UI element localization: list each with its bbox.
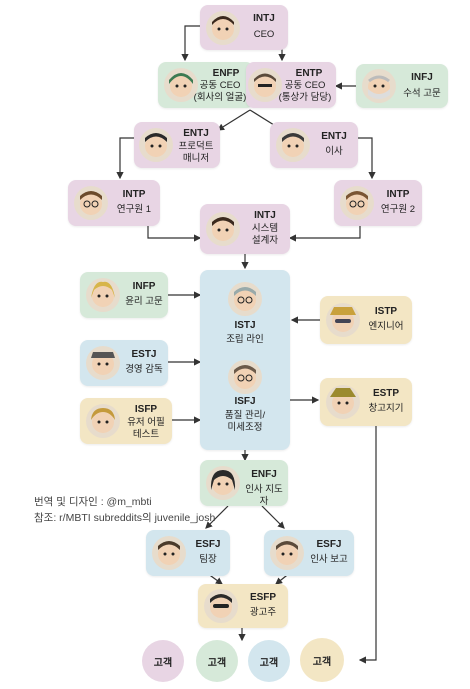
avatar (326, 385, 360, 419)
node-code: INTP (386, 189, 410, 200)
edge-pm-intp1 (116, 137, 134, 180)
node-istj-code: ISTJ (234, 320, 256, 331)
avatar (86, 278, 120, 312)
node-entj-director: ENTJ 이사 (270, 122, 358, 168)
avatar (228, 360, 262, 394)
avatar (326, 303, 360, 337)
node-estj: ESTJ 경영 감독 (80, 340, 168, 386)
node-esfp: ESFP 광고주 (198, 584, 288, 628)
node-code: ENFP (212, 68, 240, 79)
edge-estp-customer (358, 426, 377, 664)
avatar (228, 282, 262, 316)
node-istp: ISTP 엔지니어 (320, 296, 412, 344)
edge-enfj-esfj1 (205, 505, 229, 529)
node-role: 연구원 1 (116, 204, 152, 215)
avatar (86, 346, 120, 380)
customer-circle: 고객 (196, 640, 238, 682)
node-code: ESFJ (316, 539, 342, 550)
node-role: 시스템 설계자 (251, 223, 279, 246)
node-intj-architect: INTJ 시스템 설계자 (200, 204, 290, 254)
node-esfj-2: ESFJ 인사 보고 (264, 530, 354, 576)
node-code: ENTJ (321, 131, 347, 142)
customer-circle: 고객 (300, 638, 344, 682)
customer-circle: 고객 (142, 640, 184, 682)
node-estp: ESTP 창고지기 (320, 378, 412, 426)
assembly-panel: ISTJ 조립 라인 ISFJ 품질 관리/ 미세조정 (200, 270, 290, 450)
node-intp-1: INTP 연구원 1 (68, 180, 160, 226)
node-isfj-code: ISFJ (234, 396, 256, 407)
avatar (206, 11, 240, 45)
avatar (206, 466, 240, 500)
avatar (270, 536, 304, 570)
node-enfj: ENFJ 인사 지도자 (200, 460, 288, 507)
node-role: 이사 (325, 146, 343, 157)
node-code: INFJ (411, 72, 433, 83)
node-isfj-role: 품질 관리/ 미세조정 (224, 410, 266, 433)
node-role: 프로덕트 매니저 (178, 141, 214, 164)
edge-intp2-arch (288, 226, 361, 242)
node-role: 엔지니어 (368, 321, 404, 332)
avatar (362, 69, 396, 103)
avatar (340, 186, 374, 220)
node-intp-2: INTP 연구원 2 (334, 180, 422, 226)
avatar (164, 68, 198, 102)
edge-cofounders-pm (216, 109, 251, 131)
node-code: ESFJ (195, 539, 221, 550)
node-code: ISTP (374, 306, 398, 317)
avatar (74, 186, 108, 220)
node-role: 경영 감독 (125, 364, 163, 375)
node-infp: INFP 윤리 고문 (80, 272, 168, 318)
node-role: 연구원 2 (380, 204, 416, 215)
avatar (204, 589, 238, 623)
node-code: ESFP (249, 592, 277, 603)
node-code: ENFJ (251, 469, 277, 480)
node-infj: INFJ 수석 고문 (356, 64, 448, 108)
node-entp: ENTP 공동 CEO (통상가 담당) (246, 62, 336, 108)
node-code: ENTJ (183, 128, 209, 139)
edge-intp1-arch (147, 226, 202, 242)
avatar (206, 212, 240, 246)
node-role: 인사 보고 (310, 554, 348, 565)
avatar (276, 128, 310, 162)
node-role: 팀장 (199, 554, 217, 565)
avatar (152, 536, 186, 570)
node-esfj-1: ESFJ 팀장 (146, 530, 230, 576)
node-code: ESTP (372, 388, 400, 399)
node-intj-ceo: INTJ CEO (200, 5, 288, 50)
node-role: 공동 CEO (회사의 얼굴) (193, 80, 247, 103)
node-role: 창고지기 (368, 403, 404, 414)
credit-reference: 참조: r/MBTI subreddits의 juvenile_josh (34, 512, 216, 524)
node-code: ISFP (134, 404, 158, 415)
node-role: 인사 지도자 (245, 484, 283, 507)
node-role: 윤리 고문 (125, 296, 163, 307)
avatar (86, 404, 120, 438)
node-code: ENTP (295, 68, 323, 79)
node-code: INTJ (253, 13, 275, 24)
node-role: 광고주 (249, 607, 277, 618)
node-code: INFP (132, 281, 156, 292)
node-role: 수석 고문 (403, 88, 441, 99)
node-role: 유저 어필 테스트 (127, 417, 165, 440)
node-role: 공동 CEO (통상가 담당) (278, 80, 332, 103)
edge-enfj-esfj2 (261, 505, 285, 529)
credit-design: 번역 및 디자인 : @m_mbti (34, 496, 152, 508)
node-code: INTJ (254, 210, 276, 221)
node-entj-pm: ENTJ 프로덕트 매니저 (134, 122, 220, 168)
node-code: ESTJ (131, 349, 157, 360)
avatar (248, 68, 282, 102)
node-role: CEO (253, 29, 275, 40)
node-istj-role: 조립 라인 (226, 334, 264, 345)
edge-ceo-enfp (181, 25, 200, 62)
node-code: INTP (122, 189, 146, 200)
edge-dir-intp2 (358, 137, 376, 180)
node-enfp: ENFP 공동 CEO (회사의 얼굴) (158, 62, 254, 108)
node-isfp: ISFP 유저 어필 테스트 (80, 398, 172, 444)
customer-circle: 고객 (248, 640, 290, 682)
avatar (139, 128, 173, 162)
